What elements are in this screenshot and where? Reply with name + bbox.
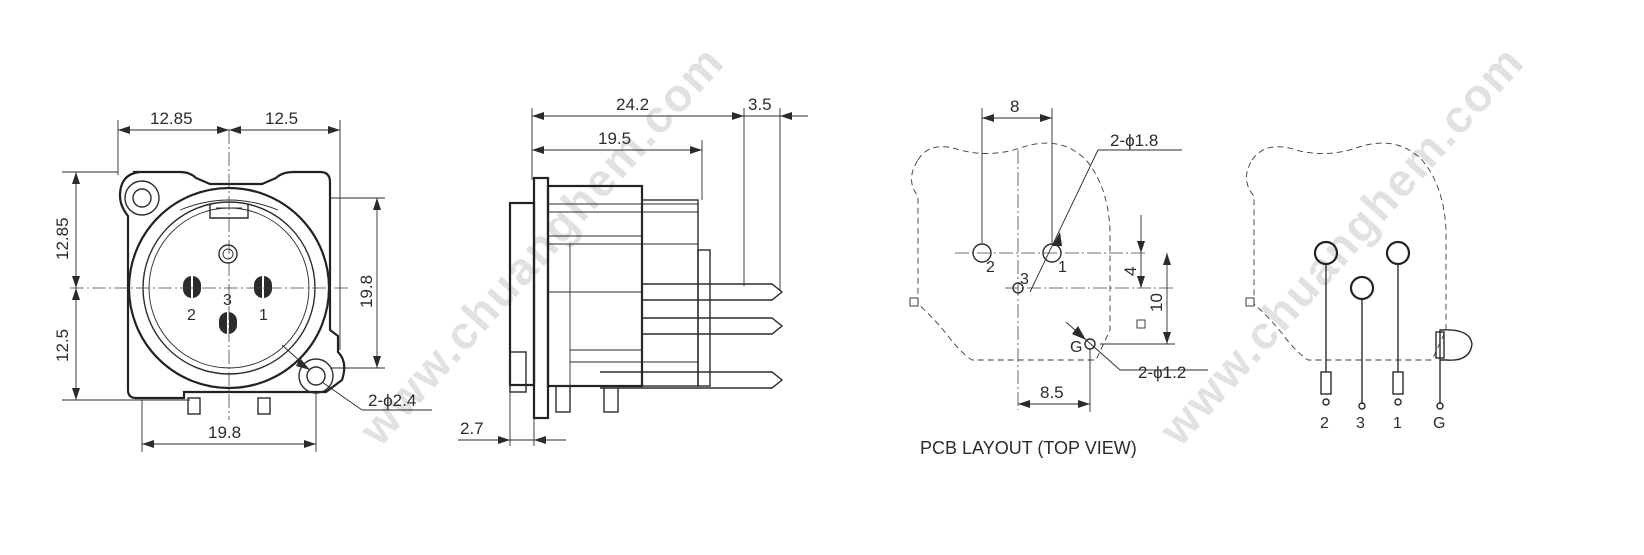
front-logo-mark — [218, 244, 238, 264]
front-dim-top-arrow-4 — [328, 126, 340, 134]
pcb-dim-hole-large: 2-ϕ1.8 — [1110, 131, 1158, 150]
side-dim-flange-arrow-1 — [498, 436, 510, 444]
pcb-leader-12-arrow — [1072, 326, 1086, 340]
side-pin-mid — [642, 317, 784, 335]
pin-view-pad-3 — [1349, 275, 1375, 301]
front-dim-bottom-arrow-1 — [142, 440, 154, 448]
pcb-dim-8-arrow-1 — [982, 114, 994, 122]
front-dim-right: 19.8 — [357, 275, 376, 308]
front-view: 3 2 1 12.85 12.5 12.85 12.5 — [53, 109, 432, 452]
pin-view-label-1: 1 — [1393, 415, 1402, 432]
pcb-dim-vertical-small: 4 — [1121, 267, 1140, 276]
pcb-dim-hole-small: 2-ϕ1.2 — [1138, 363, 1186, 382]
pcb-tab-right — [1136, 319, 1146, 329]
watermark-2: www.chuanghem.com — [1148, 35, 1534, 455]
front-dim-top-left: 12.85 — [150, 109, 193, 128]
side-dim-overall: 24.2 — [616, 95, 649, 114]
side-dim-body-arrow-1 — [532, 146, 544, 154]
side-view: 24.2 3.5 19.5 2.7 — [458, 95, 808, 446]
pin-view-lead-1-foot — [1392, 371, 1404, 395]
front-pin-3-label: 3 — [223, 292, 232, 309]
front-dim-left-lower: 12.5 — [53, 329, 72, 362]
side-rear-body — [641, 199, 699, 387]
front-top-mount-hole — [124, 180, 160, 216]
front-hole-leader-arrow — [296, 358, 310, 370]
front-leg-left — [187, 397, 201, 415]
side-dim-body: 19.5 — [598, 129, 631, 148]
front-hole-leader-2 — [321, 381, 363, 411]
front-dim-bottom: 19.8 — [208, 423, 241, 442]
side-dim-flange-arrow-2 — [534, 436, 546, 444]
side-dim-pin-offset: 3.5 — [748, 95, 772, 114]
pcb-dim-10-arrow-2 — [1163, 332, 1171, 344]
front-dim-top-arrow-2 — [217, 126, 229, 134]
front-top-mount-hole-inner — [132, 188, 152, 208]
front-pin-1-label: 1 — [259, 307, 268, 324]
front-dim-left-arrow-3 — [72, 288, 80, 300]
side-dim-overall-arrow-1 — [532, 112, 544, 120]
side-leg-left — [555, 385, 571, 413]
pin-view-ground-lug — [1435, 331, 1445, 359]
side-dim-body-arrow-2 — [690, 146, 702, 154]
front-dim-bottom-arrow-2 — [304, 440, 316, 448]
pcb-pin-g-label: G — [1070, 339, 1082, 356]
front-dim-right-arrow-2 — [373, 356, 381, 368]
front-dim-top-arrow-1 — [118, 126, 130, 134]
pin-view-label-3: 3 — [1356, 415, 1365, 432]
pin-view-outline — [1246, 142, 1447, 361]
side-dim-overall-arrow-2 — [732, 112, 744, 120]
pcb-dim-4-arrow-2 — [1137, 276, 1145, 288]
pin-view-dot-g — [1436, 402, 1444, 410]
side-dim-offset-arrow — [780, 112, 792, 120]
pcb-tab — [909, 297, 919, 307]
pcb-dim-pin-spacing: 8 — [1010, 97, 1019, 116]
pcb-layout-view: 8 2-ϕ1.8 4 10 2-ϕ1.2 8.5 2 1 3 G PCB LAY… — [909, 97, 1208, 458]
front-leg-right — [257, 397, 271, 415]
pcb-leader-18-a — [1029, 149, 1099, 293]
pcb-caption: PCB LAYOUT (TOP VIEW) — [920, 438, 1137, 458]
pcb-dim-85-arrow-2 — [1078, 400, 1090, 408]
front-dim-left-arrow-1 — [72, 172, 80, 184]
pcb-pin-2-label: 2 — [986, 259, 995, 276]
pcb-dim-vertical-large: 10 — [1147, 293, 1166, 312]
front-dim-hole: 2-ϕ2.4 — [368, 391, 416, 410]
front-flange — [118, 170, 346, 400]
front-dim-top-arrow-3 — [229, 126, 241, 134]
front-pin-2-label: 2 — [187, 307, 196, 324]
pcb-outline — [911, 142, 1111, 361]
front-dim-right-arrow-1 — [373, 198, 381, 210]
pin-view-ground-tab — [1439, 329, 1473, 361]
pcb-dim-4-arrow-1 — [1137, 241, 1145, 253]
pin-view-tab — [1245, 297, 1255, 307]
pcb-dim-ground-offset: 8.5 — [1040, 383, 1064, 402]
front-dim-top-right: 12.5 — [265, 109, 298, 128]
front-dim-left-upper: 12.85 — [53, 217, 72, 260]
side-leg-right — [603, 385, 619, 413]
side-dim-flange: 2.7 — [460, 419, 484, 438]
pin-view-dot-1 — [1394, 398, 1402, 406]
pin-view-dot-3 — [1358, 402, 1366, 410]
pin-view-dot-2 — [1322, 398, 1330, 406]
pin-view: 2 3 1 G — [1245, 142, 1473, 432]
pcb-leader-18-arrow — [1052, 232, 1062, 246]
pin-view-pad-1 — [1385, 240, 1411, 266]
pin-view-label-2: 2 — [1320, 415, 1329, 432]
pcb-dim-8-arrow-2 — [1040, 114, 1052, 122]
front-bottom-mount-hole-inner — [306, 366, 326, 386]
pin-view-label-g: G — [1433, 415, 1445, 432]
side-pin-top — [642, 283, 784, 301]
pcb-pin-1-label: 1 — [1058, 259, 1067, 276]
side-flange-step — [509, 351, 527, 393]
pin-view-lead-2-foot — [1320, 371, 1332, 395]
side-pin-bot — [600, 371, 784, 389]
pcb-dim-85-arrow-1 — [1018, 400, 1030, 408]
pcb-pin-3-label: 3 — [1020, 271, 1029, 288]
front-dim-left-arrow-2 — [72, 276, 80, 288]
front-logo-mark-inner — [222, 248, 234, 260]
front-dim-left-arrow-4 — [72, 388, 80, 400]
pcb-dim-10-arrow-1 — [1163, 253, 1171, 265]
